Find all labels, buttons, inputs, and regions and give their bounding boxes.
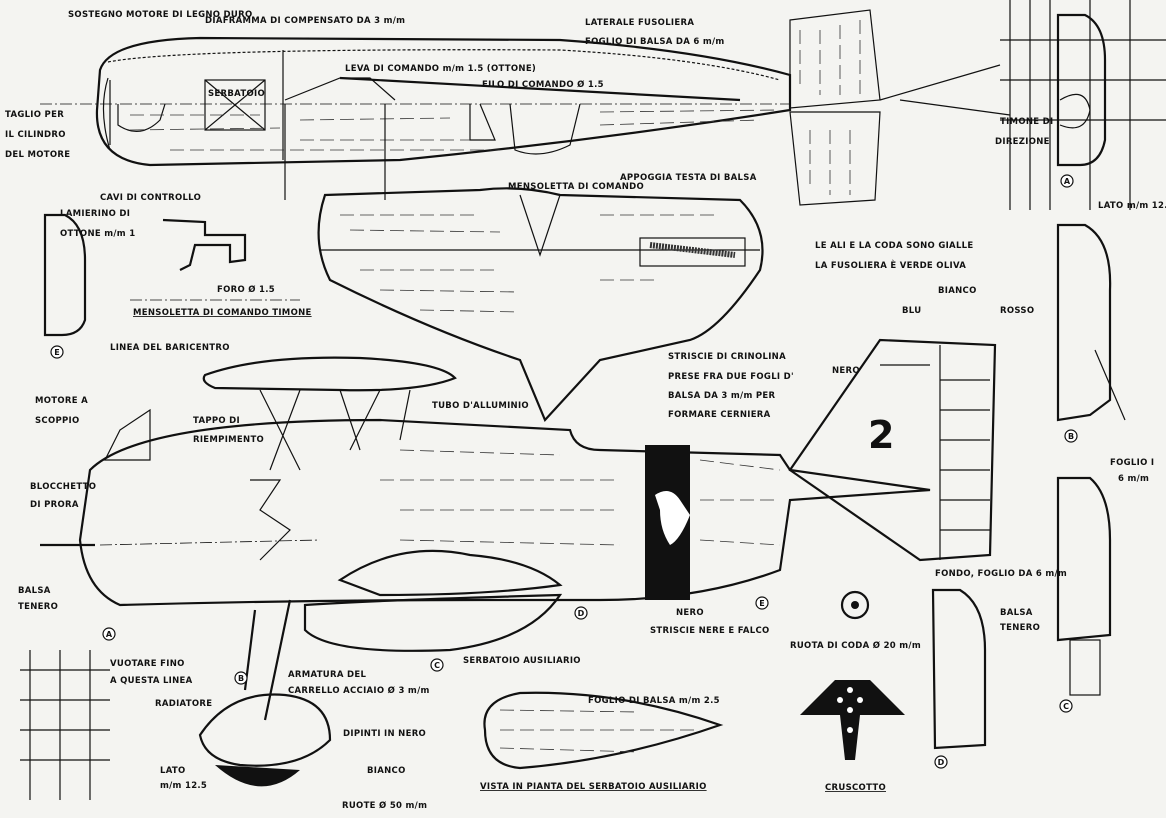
label: BALSA (18, 586, 51, 596)
label: RADIATORE (155, 699, 212, 709)
label: MENSOLETTA DI COMANDO TIMONE (133, 308, 312, 318)
label: SCOPPIO (35, 416, 80, 426)
section-marker-c: C (1063, 702, 1069, 711)
label: NERO (832, 366, 860, 376)
label: FOGLIO DI BALSA m/m 2.5 (588, 696, 720, 706)
label: LINEA DEL BARICENTRO (110, 343, 230, 353)
label: CRUSCOTTO (825, 783, 886, 793)
label: VISTA IN PIANTA DEL SERBATOIO AUSILIARIO (480, 782, 707, 792)
fuselage-top-section (40, 36, 792, 200)
rudder-section (789, 9, 1011, 206)
label: FOGLIO DI BALSA DA 6 m/m (585, 37, 725, 47)
annotation-labels: SOSTEGNO MOTORE DI LEGNO DURO DIAFRAMMA … (5, 10, 1166, 811)
label: RUOTE Ø 50 m/m (342, 800, 427, 811)
label: RIEMPIMENTO (193, 435, 264, 445)
label: LE ALI E LA CODA SONO GIALLE (815, 241, 973, 251)
label: ROSSO (1000, 306, 1034, 316)
label: BLOCCHETTO (30, 482, 96, 492)
label: A QUESTA LINEA (110, 676, 193, 686)
label: SOSTEGNO MOTORE DI LEGNO DURO (68, 10, 252, 20)
label: BALSA DA 3 m/m PER (668, 391, 776, 401)
label: LAMIERINO DI (60, 209, 130, 219)
label: LATERALE FUSOLIERA (585, 18, 694, 28)
label: IL CILINDRO (5, 130, 66, 140)
label: TUBO D'ALLUMINIO (432, 401, 529, 411)
label: LATO m/m 12.5 (1098, 201, 1166, 211)
label: BIANCO (367, 766, 406, 776)
label: BALSA (1000, 608, 1033, 618)
instrument-panel (800, 680, 905, 760)
label: FORO Ø 1.5 (217, 284, 275, 295)
label: BIANCO (938, 286, 977, 296)
label: TIMONE DI (1000, 117, 1053, 127)
label: MENSOLETTA DI COMANDO (508, 182, 644, 192)
label: RUOTA DI CODA Ø 20 m/m (790, 640, 921, 651)
aux-tank-plan-view (483, 691, 724, 770)
label: OTTONE m/m 1 (60, 229, 135, 239)
section-marker-d: D (578, 609, 585, 618)
label: DIPINTI IN NERO (343, 729, 426, 739)
label: LEVA DI COMANDO m/m 1.5 (OTTONE) (345, 64, 536, 74)
label: TENERO (18, 602, 58, 612)
label: FONDO, FOGLIO DA 6 m/m (935, 569, 1067, 579)
section-marker-a: A (1064, 177, 1071, 186)
label: FILO DI COMANDO Ø 1.5 (482, 79, 604, 90)
section-marker-a: A (106, 630, 113, 639)
label: MOTORE A (35, 396, 88, 406)
section-marker-e: E (54, 348, 59, 357)
label: SERBATOIO AUSILIARIO (463, 656, 581, 666)
section-marker-e: E (759, 599, 764, 608)
aircraft-number: 2 (868, 413, 894, 457)
stabilizer-plan-view (317, 187, 764, 423)
label: m/m 12.5 (160, 781, 207, 791)
label: NERO (676, 608, 704, 618)
label: STRISCIE NERE E FALCO (650, 626, 770, 636)
label: DEL MOTORE (5, 150, 70, 160)
label: VUOTARE FINO (110, 659, 185, 669)
label: DIREZIONE (995, 137, 1050, 147)
label: BLU (902, 306, 921, 316)
side-view-airplane (40, 338, 997, 787)
label: 6 m/m (1118, 474, 1149, 484)
label: FOGLIO I (1110, 458, 1154, 468)
section-marker-b: B (238, 674, 244, 683)
label: CAVI DI CONTROLLO (100, 193, 201, 203)
label: TAGLIO PER (5, 110, 64, 120)
cross-sections-right (43, 0, 1166, 750)
label: DI PRORA (30, 500, 79, 510)
section-marker-d: D (938, 758, 945, 767)
label: TENERO (1000, 623, 1040, 633)
section-marker-c: C (434, 661, 440, 670)
label: FORMARE CERNIERA (668, 410, 771, 420)
scale-grids (20, 650, 110, 800)
label: CARRELLO ACCIAIO Ø 3 m/m (288, 685, 430, 696)
label: DIAFRAMMA DI COMPENSATO DA 3 m/m (205, 16, 405, 26)
label: LA FUSOLIERA È VERDE OLIVA (815, 259, 966, 271)
section-marker-b: B (1068, 432, 1074, 441)
label: ARMATURA DEL (288, 670, 366, 680)
label: PRESE FRA DUE FOGLI D' (668, 372, 794, 382)
section-markers: A E B A D E B C C D (50, 174, 1078, 769)
label: STRISCIE DI CRINOLINA (668, 352, 786, 362)
label: APPOGGIA TESTA DI BALSA (620, 173, 757, 183)
label: LATO (160, 766, 186, 776)
label: TAPPO DI (193, 416, 240, 426)
rudder-bracket-detail (130, 218, 300, 301)
label: SERBATOIO (208, 89, 265, 99)
